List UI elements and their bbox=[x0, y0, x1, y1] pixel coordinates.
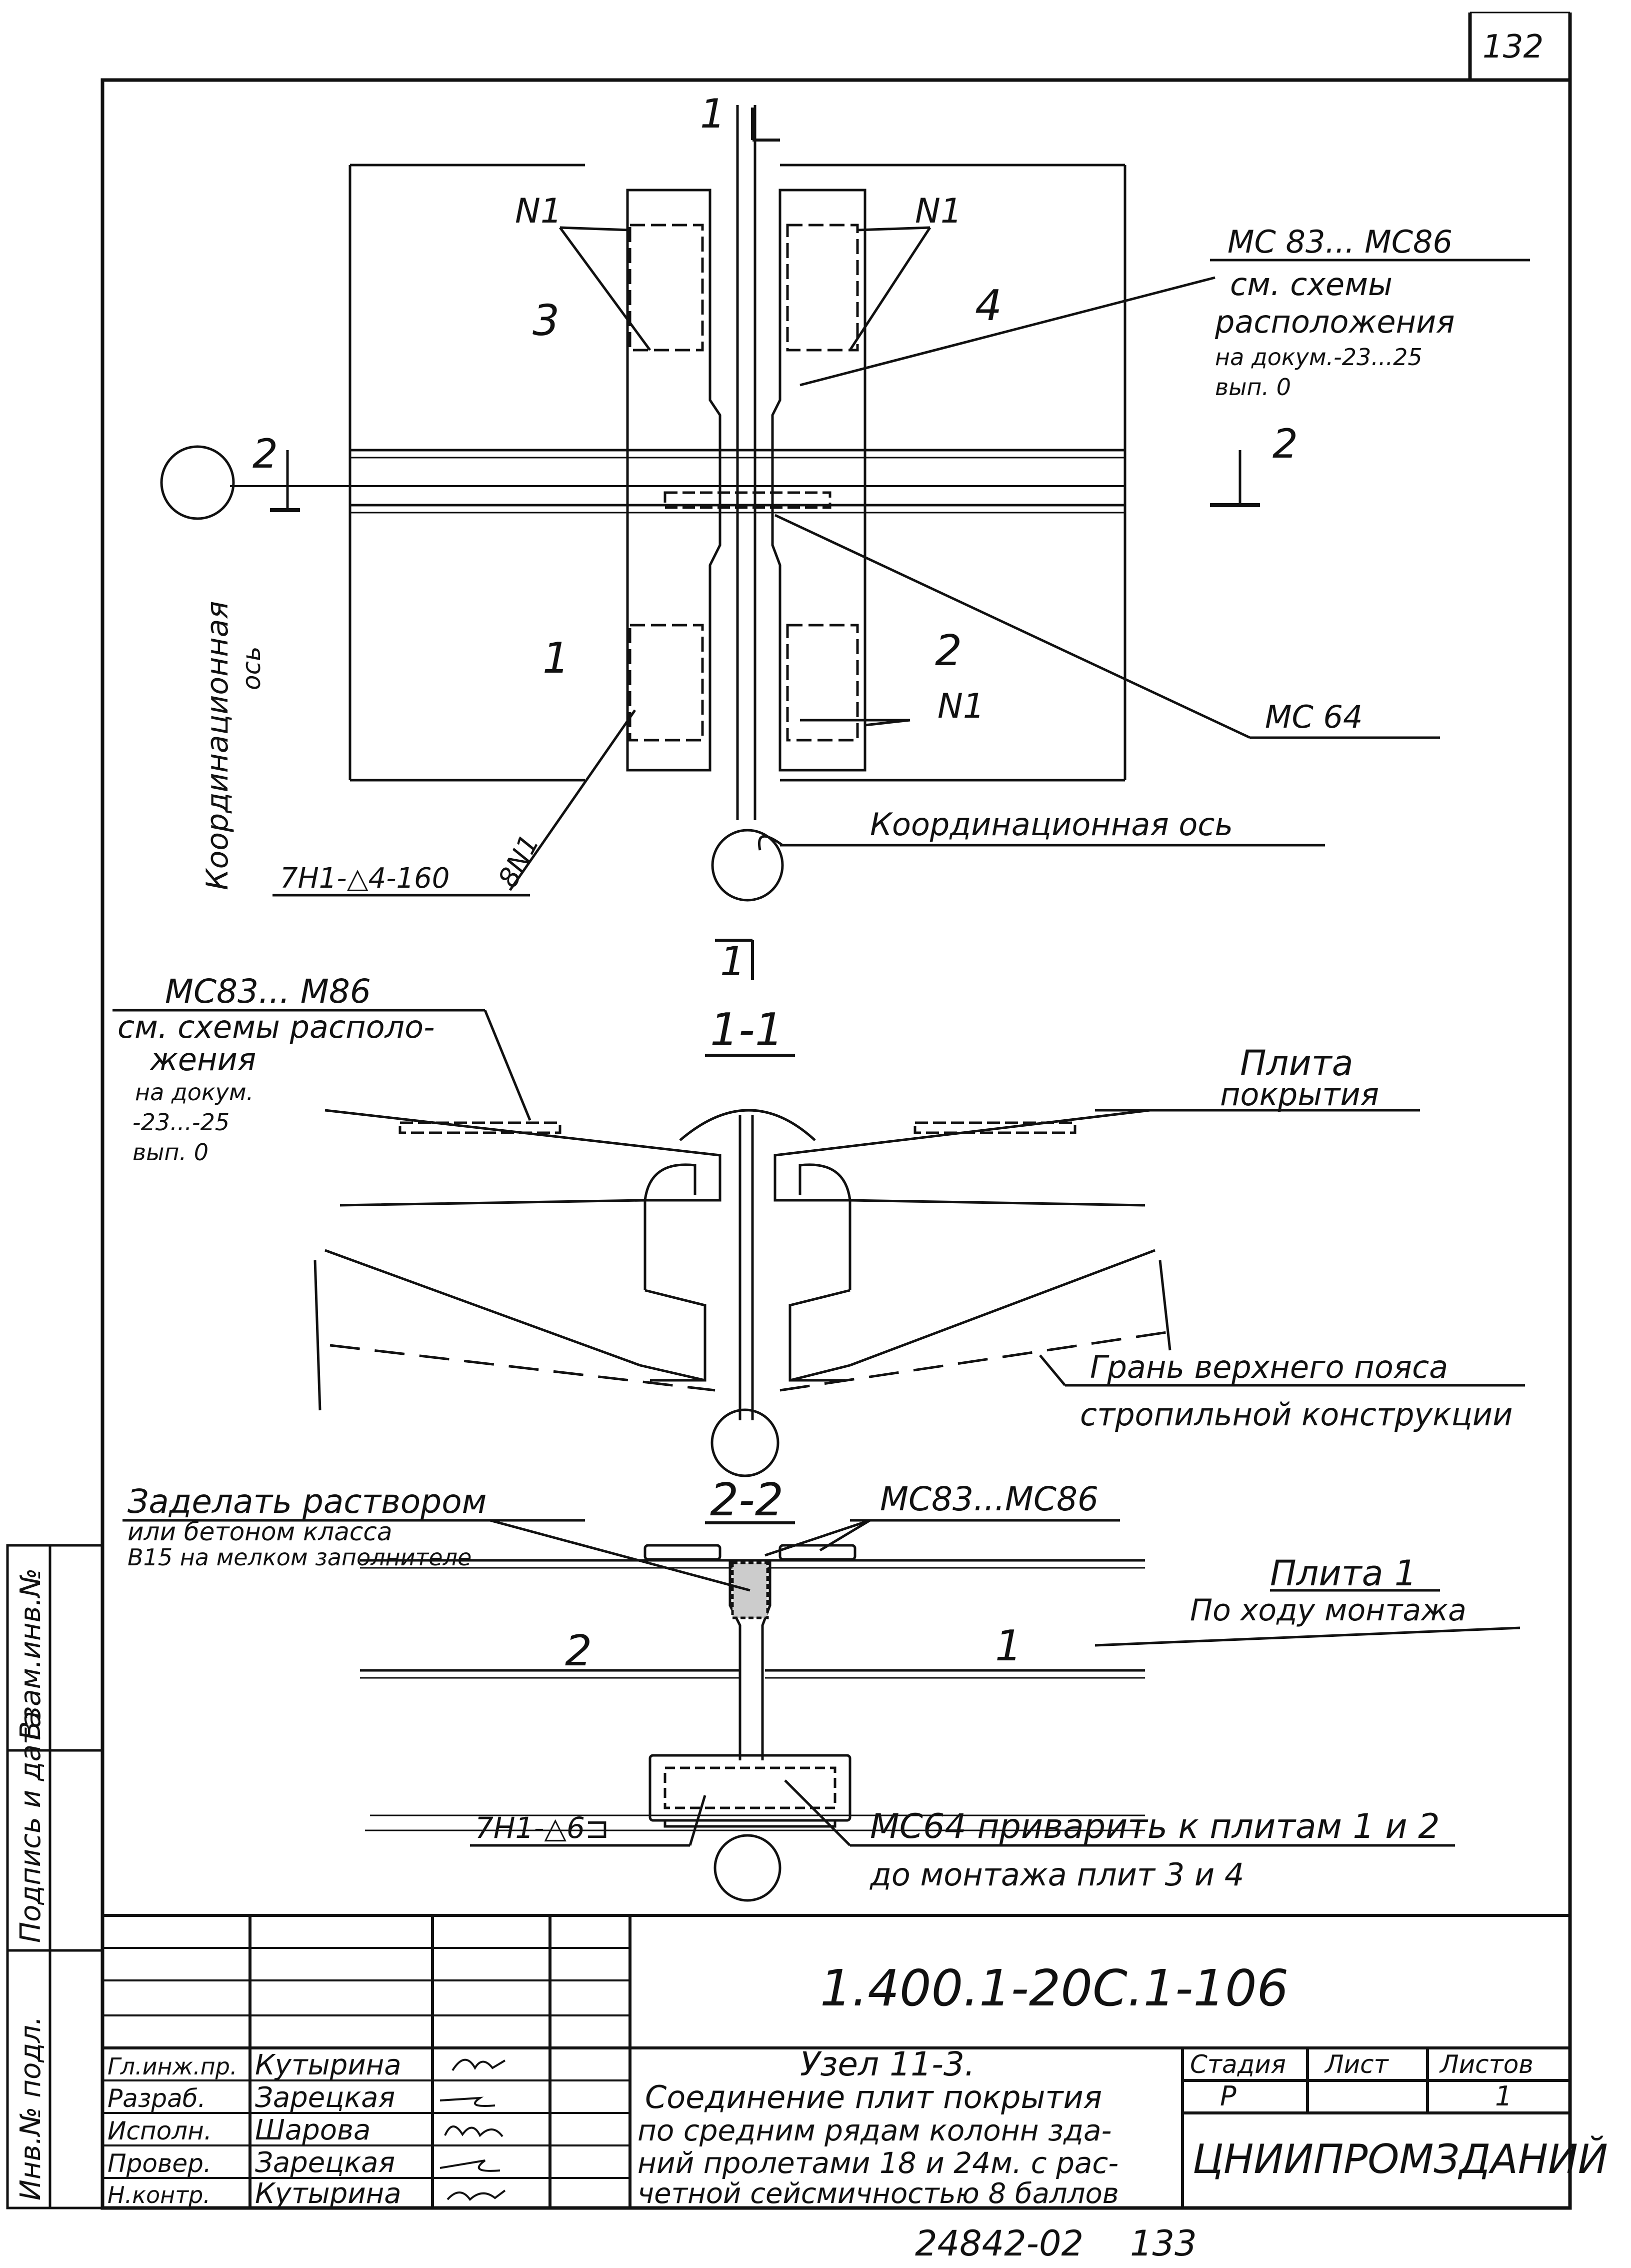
role-5: Н.контр. bbox=[108, 2181, 210, 2208]
plan-axis-label-vertical-1: Координационная bbox=[200, 601, 235, 890]
section-2-2-weld-note-1: МС64 приварить к плитам 1 и 2 bbox=[870, 1807, 1440, 1846]
section-1-1-labels: 1-1 МС83... М86 см. схемы располо- жения… bbox=[118, 972, 1512, 1433]
role-2: Разраб. bbox=[108, 2084, 206, 2113]
side-stamp bbox=[6, 1544, 104, 2209]
role-3: Исполн. bbox=[108, 2116, 212, 2145]
sheets-value: 1 bbox=[1495, 2080, 1512, 2112]
name-3: Шарова bbox=[255, 2114, 370, 2146]
plan-slab-label-2: 2 bbox=[935, 626, 962, 676]
section-1-1-note-3: на докум. bbox=[135, 1079, 254, 1106]
plan-weld-mark-left: N1 bbox=[515, 192, 562, 231]
organization: ЦНИИПРОМЗДАНИЙ bbox=[1192, 2135, 1608, 2182]
section-1-1-note-2: жения bbox=[149, 1041, 256, 1078]
section-2-2-slab-right: 1 bbox=[995, 1621, 1022, 1671]
side-stamp-replace: Взам.инв.№ bbox=[14, 1568, 47, 1740]
plan-slab-label-1: 1 bbox=[542, 634, 570, 683]
section-2-2-fill-note-1: Заделать раствором bbox=[128, 1482, 486, 1521]
plan-view bbox=[160, 105, 1530, 980]
section-2-2-slab-note-2: По ходу монтажа bbox=[1190, 1593, 1466, 1628]
title-line-2: Соединение плит покрытия bbox=[645, 2079, 1102, 2115]
section-1-1-truss-1: Грань верхнего пояса bbox=[1090, 1349, 1448, 1385]
section-1-1-embed: МС83... М86 bbox=[165, 972, 371, 1011]
plan-section-mark-2-right: 2 bbox=[1272, 421, 1298, 467]
section-2-2-title: 2-2 bbox=[710, 1474, 784, 1526]
title-line-5: четной сейсмичностью 8 баллов bbox=[638, 2177, 1119, 2210]
section-1-1-note-1: см. схемы располо- bbox=[118, 1009, 434, 1045]
section-2-2-slab-left: 2 bbox=[565, 1626, 592, 1676]
role-4: Провер. bbox=[108, 2149, 212, 2178]
plan-slab-label-4: 4 bbox=[975, 281, 1002, 331]
section-1-1-truss-2: стропильной конструкции bbox=[1080, 1396, 1512, 1433]
archive-number: 24842-02 bbox=[915, 2223, 1084, 2264]
plan-weld-count: 8N1 bbox=[492, 829, 546, 892]
sheet-frame bbox=[100, 12, 1572, 2210]
section-1-1-slab-1: Плита bbox=[1240, 1043, 1354, 1084]
stage-value: Р bbox=[1220, 2080, 1236, 2112]
side-stamp-signature: Подпись и дата bbox=[14, 1711, 47, 1943]
title-block bbox=[102, 1914, 1570, 2208]
title-line-3: по средним рядам колонн зда- bbox=[638, 2113, 1112, 2147]
plan-embed-bottom: МС 64 bbox=[1265, 699, 1362, 735]
plan-embed-top: МС 83... МС86 bbox=[1228, 224, 1452, 260]
plan-weld-mark-bottom: N1 bbox=[938, 687, 984, 726]
plan-embed-note-1: см. схемы bbox=[1230, 266, 1392, 303]
sheet-header: Лист bbox=[1324, 2050, 1390, 2079]
sheets-header: Листов bbox=[1439, 2050, 1534, 2079]
plan-section-mark-2-left: 2 bbox=[252, 431, 278, 477]
section-2-2-fill-note-3: В15 на мелком заполнителе bbox=[128, 1544, 472, 1571]
name-1: Кутырина bbox=[255, 2049, 402, 2081]
title-line-4: ний пролетами 18 и 24м. с рас- bbox=[638, 2146, 1118, 2180]
title-block-text: 1.400.1-20С.1-106 Узел 11-3. Соединение … bbox=[108, 1959, 1608, 2210]
name-4: Зарецкая bbox=[255, 2146, 395, 2179]
title-line-1: Узел 11-3. bbox=[800, 2045, 975, 2083]
plan-weld-symbol: 7Н1-△4-160 bbox=[280, 862, 450, 895]
signatures bbox=[440, 2058, 506, 2201]
plan-embed-note-3: на докум.-23...25 bbox=[1215, 344, 1422, 371]
plan-embed-note-2: расположения bbox=[1214, 304, 1455, 340]
section-2-2-slab-note-1: Плита 1 bbox=[1270, 1553, 1416, 1594]
plan-axis-label-vertical-2: ось bbox=[237, 646, 266, 690]
name-2: Зарецкая bbox=[255, 2081, 395, 2114]
section-2-2-weld-note-2: до монтажа плит 3 и 4 bbox=[870, 1856, 1244, 1893]
plan-weld-mark-right: N1 bbox=[915, 192, 962, 231]
page-number: 132 bbox=[1482, 29, 1544, 66]
stage-header: Стадия bbox=[1190, 2050, 1286, 2079]
name-5: Кутырина bbox=[255, 2177, 402, 2210]
role-1: Гл.инж.пр. bbox=[108, 2053, 238, 2080]
section-1-1-note-5: вып. 0 bbox=[132, 1139, 208, 1166]
section-2-2 bbox=[122, 1519, 1520, 1902]
section-2-2-weld-symbol: 7Н1-△6⊐ bbox=[475, 1811, 609, 1845]
plan-labels: 1 1 2 2 3 4 1 2 N1 N1 N1 МС 83... МС86 с… bbox=[200, 91, 1455, 985]
plan-slab-label-3: 3 bbox=[532, 296, 560, 346]
section-2-2-fill-note-2: или бетоном класса bbox=[128, 1517, 392, 1546]
plan-axis-label: Координационная ось bbox=[870, 806, 1233, 843]
side-stamp-inv: Инв.№ подл. bbox=[14, 2016, 47, 2200]
section-1-1-title: 1-1 bbox=[710, 1004, 784, 1056]
document-code: 1.400.1-20С.1-106 bbox=[820, 1959, 1288, 2017]
plan-section-mark-top: 1 bbox=[700, 91, 726, 137]
section-1-1-note-4: -23...-25 bbox=[132, 1109, 230, 1136]
archive-page: 133 bbox=[1130, 2223, 1197, 2264]
section-2-2-labels: 2-2 Заделать раствором или бетоном класс… bbox=[128, 1474, 1466, 1893]
section-1-1 bbox=[112, 1009, 1525, 1477]
section-1-1-slab-2: покрытия bbox=[1220, 1076, 1379, 1113]
plan-embed-note-4: вып. 0 bbox=[1215, 374, 1291, 401]
section-2-2-embed: МС83...МС86 bbox=[880, 1480, 1098, 1518]
plan-section-mark-bottom: 1 bbox=[720, 938, 746, 985]
